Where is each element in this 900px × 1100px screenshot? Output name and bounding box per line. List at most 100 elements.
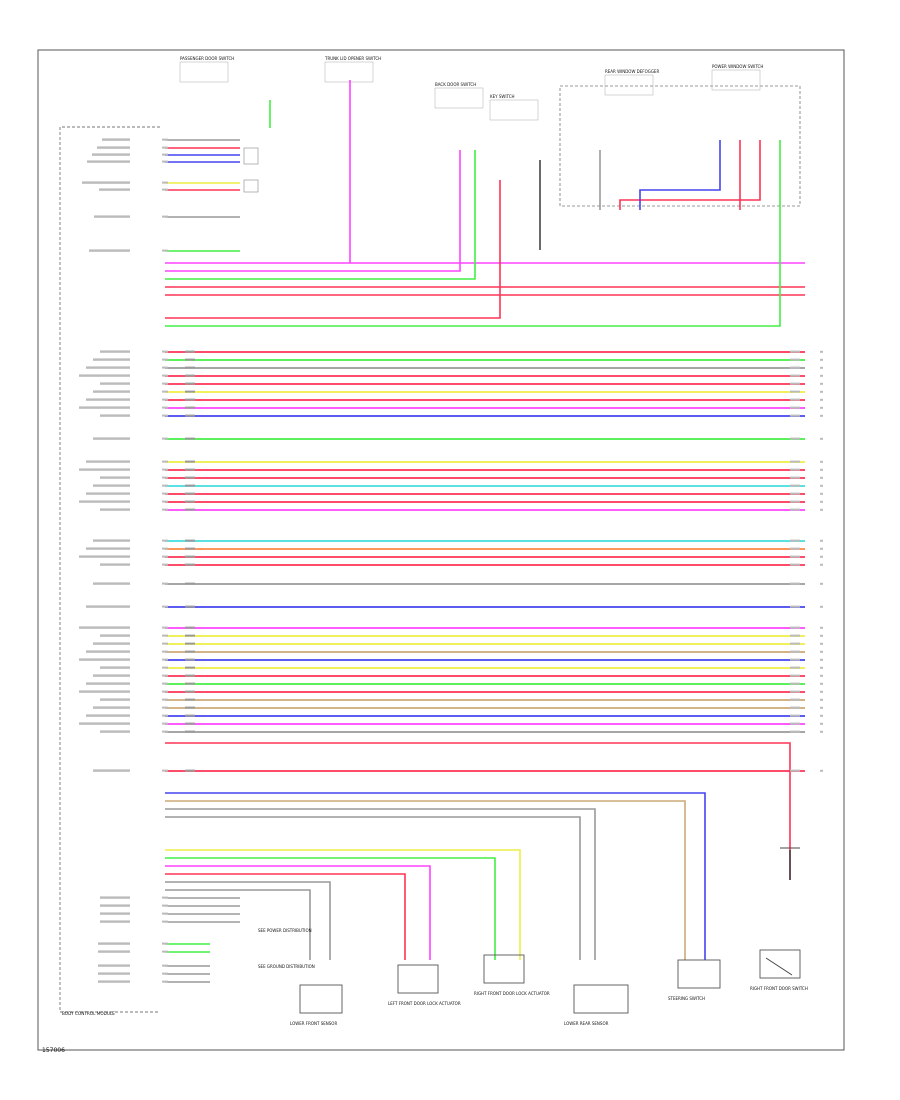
pink-feed	[165, 150, 461, 272]
pin-label-text	[86, 492, 130, 495]
pin-label-text	[94, 215, 130, 218]
wire-color-code	[185, 722, 195, 725]
wire-color-code	[185, 698, 195, 701]
pin-number	[162, 215, 168, 218]
pin-number	[162, 690, 168, 693]
pin-number	[162, 658, 168, 661]
wire-color-code	[185, 555, 195, 558]
wire-color-code	[790, 539, 800, 542]
wire-color-code	[790, 563, 800, 566]
connector-ref	[820, 642, 823, 645]
pin-number	[162, 153, 168, 156]
wire-color-code	[790, 414, 800, 417]
wire-color-code	[185, 563, 195, 566]
connector-ref	[820, 563, 823, 566]
connector-stub	[243, 147, 259, 165]
wire-color-code	[185, 539, 195, 542]
pin-label-text	[93, 539, 130, 542]
connector-ref	[820, 690, 823, 693]
wire-color-code	[185, 714, 195, 717]
pin-number	[162, 468, 168, 471]
connector-ref	[820, 722, 823, 725]
pin-label-text	[98, 942, 130, 945]
side-note: SEE GROUND DISTRIBUTION	[258, 964, 315, 969]
green-switch-feed	[165, 140, 781, 327]
connector-ref	[820, 500, 823, 503]
pin-number	[162, 508, 168, 511]
pin-label-text	[79, 468, 130, 471]
pin-number	[162, 769, 168, 772]
pin-number	[162, 904, 168, 907]
red-to-door-switch	[165, 742, 791, 880]
pin-number	[162, 964, 168, 967]
pin-label-text	[79, 374, 130, 377]
component-box	[397, 964, 439, 994]
wire-color-code	[185, 492, 195, 495]
pin-number	[162, 950, 168, 953]
pin-label-text	[100, 508, 130, 511]
pin-label-text	[99, 188, 130, 191]
pin-number	[162, 980, 168, 983]
wire-color-code	[790, 555, 800, 558]
wire-color-code	[185, 476, 195, 479]
component-name: TRUNK LID OPENER SWITCH	[324, 56, 381, 61]
gray-to-rear-sensor-2	[165, 816, 581, 960]
module-label: BODY CONTROL MODULE	[62, 1011, 115, 1016]
connector-ref	[820, 634, 823, 637]
pin-label-text	[89, 249, 130, 252]
pin-number	[162, 714, 168, 717]
pin-label-text	[86, 398, 130, 401]
wire-color-code	[185, 358, 195, 361]
wire-color-code	[790, 468, 800, 471]
pin-label-text	[79, 500, 130, 503]
wire-color-code	[790, 508, 800, 511]
component-box	[759, 949, 801, 979]
wire-color-code	[185, 508, 195, 511]
wire-color-code	[185, 484, 195, 487]
pin-number	[162, 605, 168, 608]
yellow-to-door-lock	[165, 849, 521, 960]
connector-ref	[820, 508, 823, 511]
pin-label-text	[79, 555, 130, 558]
component-name: RIGHT FRONT DOOR SWITCH	[750, 986, 808, 991]
door-switch-contact	[765, 957, 793, 976]
wire-color-code	[185, 414, 195, 417]
diagram-border	[37, 49, 845, 1051]
wire-color-code	[185, 626, 195, 629]
wire-color-code	[790, 605, 800, 608]
connector-ref	[820, 626, 823, 629]
wire-color-code	[790, 730, 800, 733]
connector-ref	[820, 539, 823, 542]
pin-number	[162, 896, 168, 899]
component-box	[483, 954, 525, 984]
connector-ref	[820, 658, 823, 661]
pin-number	[162, 539, 168, 542]
connector-ref	[820, 769, 823, 772]
wire-color-code	[790, 626, 800, 629]
component-box	[573, 984, 629, 1014]
pin-label-text	[98, 964, 130, 967]
connector-ref	[820, 437, 823, 440]
wire-color-code	[185, 730, 195, 733]
pin-labels	[79, 138, 823, 983]
connector-ref	[820, 682, 823, 685]
wire-color-code	[790, 698, 800, 701]
pin-label-text	[100, 904, 130, 907]
pin-label-text	[86, 547, 130, 550]
wire-color-code	[790, 690, 800, 693]
connector-ref	[820, 366, 823, 369]
component-box	[299, 984, 343, 1014]
wire-color-code	[790, 706, 800, 709]
pin-label-text	[93, 390, 130, 393]
tan-to-steering	[165, 800, 686, 960]
wire-color-code	[790, 350, 800, 353]
wire-color-code	[790, 382, 800, 385]
pin-number	[162, 730, 168, 733]
connector-ref	[820, 666, 823, 669]
pin-number	[162, 492, 168, 495]
component-label-block	[711, 69, 761, 91]
wire-color-code	[790, 476, 800, 479]
pin-number	[162, 138, 168, 141]
pin-number	[162, 382, 168, 385]
component-label-block	[179, 61, 229, 83]
